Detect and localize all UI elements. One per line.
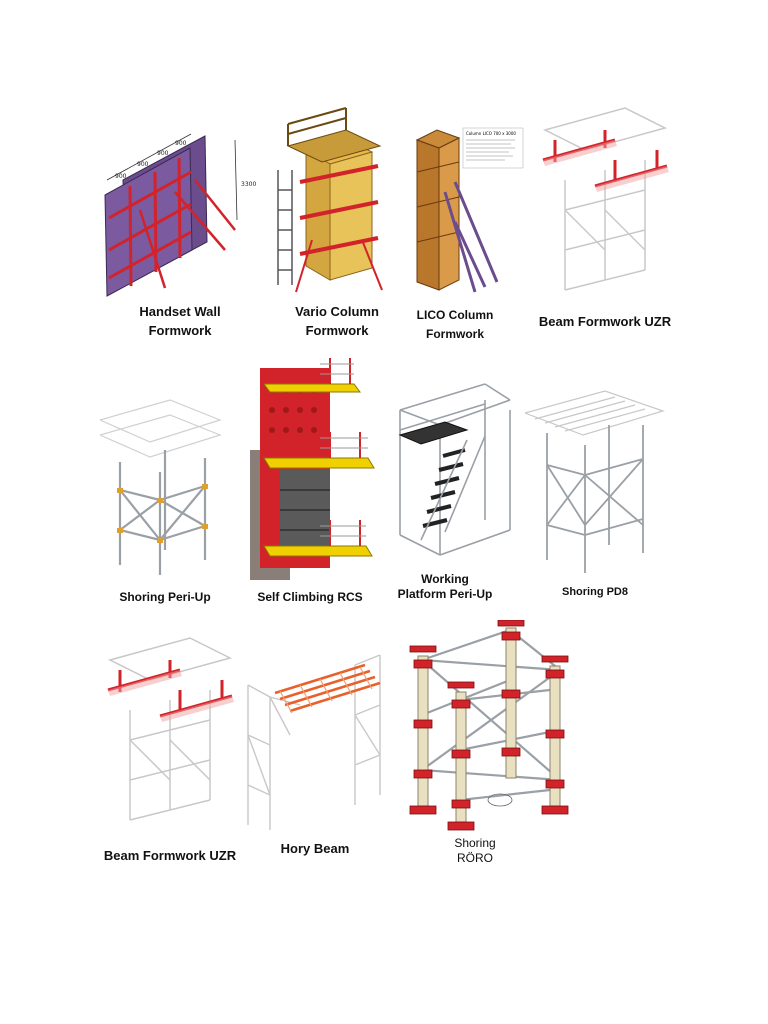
wall-dimension-3: 900 [157, 150, 169, 157]
beam-formwork-uzr-drawing-2 [107, 637, 234, 821]
lico-column-formwork-drawing: Column LICO 700 x 3000 [415, 127, 524, 293]
handset-wall-formwork-drawing: 900 900 900 900 3300 [104, 133, 256, 297]
caption-shoring-peri-up: Shoring Peri-Up [119, 590, 211, 604]
lico-column-formwork-figure: Column LICO 700 x 3000 LICO Column Formw… [405, 122, 525, 342]
hory-beam-figure: Hory Beam [240, 645, 390, 865]
shoring-pd8-figure: Shoring PD8 [525, 385, 665, 610]
caption-shoring-pd8: Shoring PD8 [561, 586, 628, 598]
shoring-peri-up-figure: Shoring Peri-Up [100, 390, 230, 610]
wall-dimension-4: 900 [175, 140, 187, 147]
vario-column-formwork-figure: Vario Column Formwork [262, 100, 392, 345]
shoring-pd8-drawing [525, 390, 665, 573]
caption-vario-column: Vario Column Formwork [295, 304, 379, 338]
caption-lico-column: LICO Column Formwork [416, 308, 494, 341]
shoring-peri-up-drawing [100, 399, 222, 575]
wall-dimension-1: 900 [115, 173, 127, 180]
shoring-roro-figure: Shoring RÖRO [400, 620, 580, 880]
shoring-roro-drawing [409, 620, 569, 831]
self-climbing-rcs-figure: Self Climbing RCS [250, 350, 375, 610]
working-platform-peri-up-figure: Working Platform Peri-Up [385, 370, 525, 610]
hory-beam-drawing [247, 654, 381, 830]
beam-formwork-uzr-drawing [542, 107, 669, 291]
handset-wall-formwork-figure: 900 900 900 900 3300 Handset Wall Formwo… [95, 100, 265, 345]
vario-column-formwork-drawing [277, 107, 383, 293]
working-platform-peri-up-drawing [398, 383, 511, 556]
caption-beam-formwork-uzr-2: Beam Formwork UZR [103, 848, 237, 863]
beam-formwork-uzr-figure-2: Beam Formwork UZR [100, 630, 240, 870]
caption-handset-wall: Handset Wall Formwork [139, 304, 221, 338]
beam-formwork-uzr-figure: Beam Formwork UZR [535, 100, 675, 340]
caption-beam-formwork-uzr-1: Beam Formwork UZR [538, 314, 672, 329]
lico-note-title: Column LICO 700 x 3000 [466, 131, 516, 136]
wall-dimension-2: 900 [137, 161, 149, 168]
caption-shoring-roro: Shoring RÖRO [454, 836, 496, 865]
caption-hory-beam: Hory Beam [280, 841, 350, 856]
caption-working-platform: Working Platform Peri-Up [397, 572, 493, 601]
self-climbing-rcs-drawing [250, 358, 375, 580]
caption-self-climbing-rcs: Self Climbing RCS [257, 590, 363, 604]
wall-height-dimension: 3300 [241, 181, 256, 188]
